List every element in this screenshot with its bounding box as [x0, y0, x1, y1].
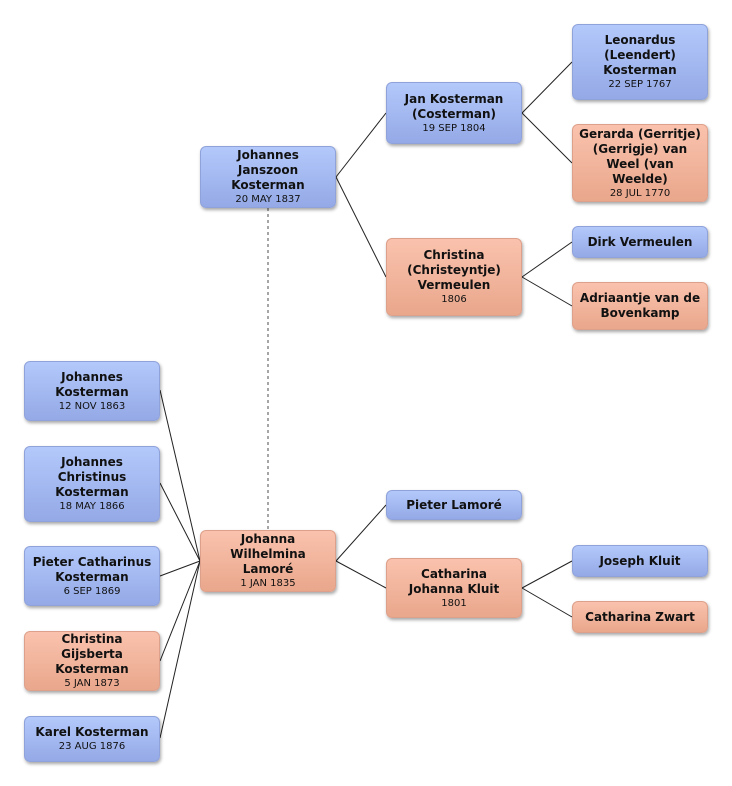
- person-box-johannes-christinus-kosterman[interactable]: Johannes Christinus Kosterman 18 MAY 186…: [24, 446, 160, 522]
- person-box-johannes-janszoon-kosterman[interactable]: Johannes Janszoon Kosterman 20 MAY 1837: [200, 146, 336, 208]
- person-date: 19 SEP 1804: [422, 122, 486, 134]
- person-date: 20 MAY 1837: [235, 194, 301, 205]
- person-name: Joseph Kluit: [599, 553, 681, 568]
- person-name: Leonardus (Leendert) Kosterman: [603, 33, 677, 77]
- person-date: 22 SEP 1767: [608, 79, 672, 90]
- link-johannes-to-jan: [335, 112, 387, 178]
- person-box-catharina-johanna-kluit[interactable]: Catharina Johanna Kluit 1801: [386, 558, 522, 618]
- person-box-jan-kosterman[interactable]: Jan Kosterman (Costerman) 19 SEP 1804: [386, 82, 522, 144]
- person-name: Catharina Johanna Kluit: [408, 566, 500, 596]
- person-date: 18 MAY 1866: [59, 501, 125, 512]
- link-johanna-to-pieter: [335, 504, 387, 562]
- person-name: Johanna Wilhelmina Lamoré: [230, 532, 306, 576]
- link-christina-to-adriaantje: [521, 276, 573, 307]
- person-name: Karel Kosterman: [35, 725, 149, 739]
- person-box-karel-kosterman[interactable]: Karel Kosterman 23 AUG 1876: [24, 716, 160, 762]
- person-box-joseph-kluit[interactable]: Joseph Kluit: [572, 545, 708, 577]
- link-jan-to-gerarda: [521, 112, 573, 164]
- person-box-johanna-wilhelmina-lamore[interactable]: Johanna Wilhelmina Lamoré 1 JAN 1835: [200, 530, 336, 592]
- person-box-catharina-zwart[interactable]: Catharina Zwart: [572, 601, 708, 633]
- link-johannes-to-christina: [335, 176, 387, 278]
- person-date: 5 JAN 1873: [64, 678, 120, 689]
- link-johanna-to-catharina: [335, 560, 387, 589]
- person-box-christina-gijsberta-kosterman[interactable]: Christina Gijsberta Kosterman 5 JAN 1873: [24, 631, 160, 691]
- person-name: Pieter Lamoré: [406, 497, 502, 512]
- link-child2: [159, 482, 201, 562]
- person-box-gerarda-van-weel[interactable]: Gerarda (Gerritje) (Gerrigje) van Weel (…: [572, 124, 708, 202]
- link-child3: [159, 560, 201, 577]
- person-date: 1801: [441, 597, 467, 609]
- link-jan-to-leonardus: [521, 61, 573, 114]
- link-catharina-to-catharina-zwart: [521, 587, 573, 618]
- person-date: 1 JAN 1835: [240, 578, 296, 589]
- person-name: Catharina Zwart: [585, 609, 695, 624]
- person-name: Christina Gijsberta Kosterman: [55, 632, 129, 676]
- person-date: 12 NOV 1863: [58, 400, 126, 412]
- link-child4: [159, 560, 201, 662]
- person-box-johannes-kosterman[interactable]: Johannes Kosterman 12 NOV 1863: [24, 361, 160, 421]
- person-box-pieter-catharinus-kosterman[interactable]: Pieter Catharinus Kosterman 6 SEP 1869: [24, 546, 160, 606]
- person-name: Johannes Kosterman: [55, 369, 129, 399]
- person-date: 23 AUG 1876: [58, 741, 126, 752]
- person-box-dirk-vermeulen[interactable]: Dirk Vermeulen: [572, 226, 708, 258]
- person-box-leonardus-kosterman[interactable]: Leonardus (Leendert) Kosterman 22 SEP 17…: [572, 24, 708, 100]
- person-name: Gerarda (Gerritje) (Gerrigje) van Weel (…: [579, 126, 701, 186]
- person-box-pieter-lamore[interactable]: Pieter Lamoré: [386, 490, 522, 520]
- link-child1: [159, 389, 201, 562]
- person-name: Johannes Janszoon Kosterman: [231, 148, 305, 192]
- link-christina-to-dirk: [521, 241, 573, 278]
- person-date: 1806: [441, 294, 467, 305]
- person-box-adriaantje-van-de-bovenkamp[interactable]: Adriaantje van de Bovenkamp: [572, 282, 708, 330]
- person-name: Johannes Christinus Kosterman: [55, 455, 129, 499]
- person-name: Adriaantje van de Bovenkamp: [579, 291, 701, 320]
- person-name: Pieter Catharinus Kosterman: [32, 554, 152, 584]
- link-child5: [159, 560, 201, 739]
- person-name: Dirk Vermeulen: [587, 234, 693, 249]
- person-name: Christina (Christeyntje) Vermeulen: [407, 248, 501, 292]
- person-date: 28 JUL 1770: [609, 187, 671, 199]
- link-catharina-to-joseph: [521, 560, 573, 589]
- person-box-christina-vermeulen[interactable]: Christina (Christeyntje) Vermeulen 1806: [386, 238, 522, 316]
- person-name: Jan Kosterman (Costerman): [404, 91, 504, 121]
- person-date: 6 SEP 1869: [63, 585, 121, 597]
